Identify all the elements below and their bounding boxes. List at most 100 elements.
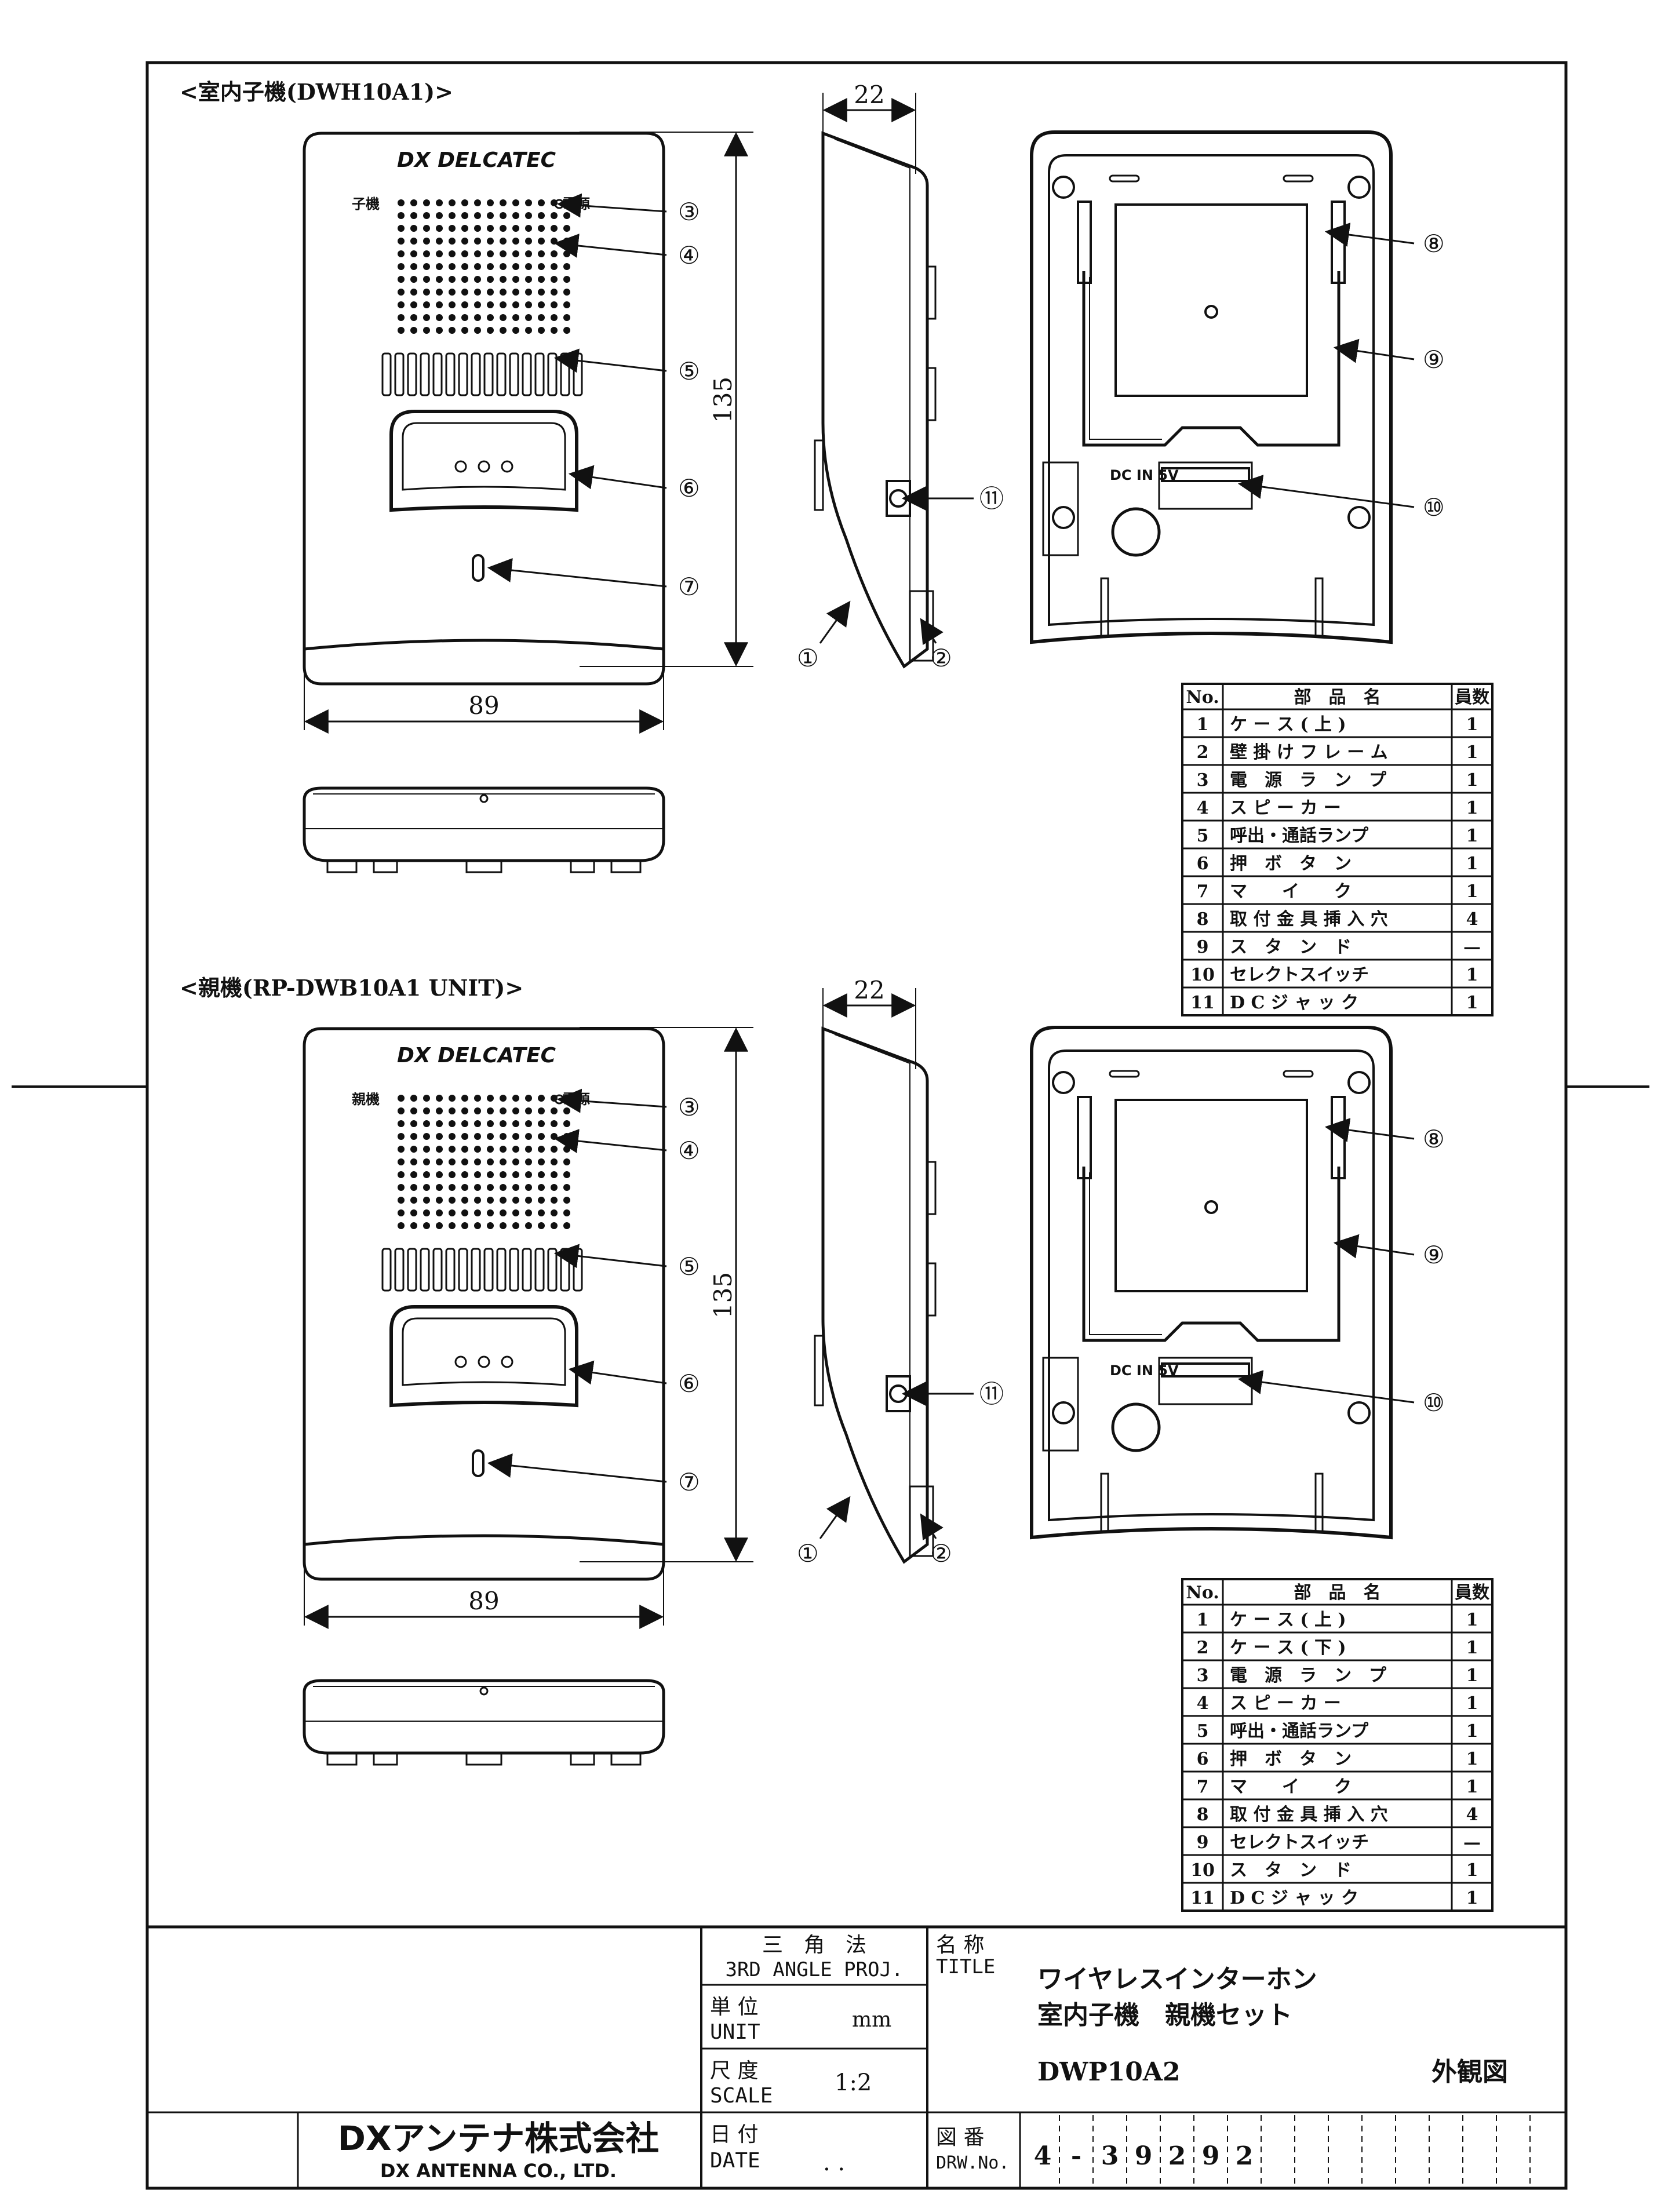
unit-value: mm <box>852 2008 891 2032</box>
drw-en: DRW.No. <box>936 2153 1009 2173</box>
dimension-height-top: 135 <box>580 132 753 667</box>
front-view-master: DX DELCATEC 親機 電源 <box>304 1029 664 1579</box>
part-no: 3 <box>1197 1666 1209 1686</box>
bottom-view-master <box>303 1679 665 1766</box>
callout-5b: ⑤ <box>678 1252 700 1281</box>
front-callouts-top: ③ ④ ⑤ ⑥ ⑦ <box>487 193 700 601</box>
part-no: 3 <box>1197 770 1209 790</box>
part-name: 押 ボ タ ン <box>1230 1749 1352 1769</box>
part-qty: 1 <box>1466 993 1478 1013</box>
part-name: 取 付 金 具 挿 入 穴 <box>1230 1805 1388 1825</box>
part-name: 取 付 金 具 挿 入 穴 <box>1230 909 1388 930</box>
part-name: マ イ ク <box>1230 881 1352 902</box>
callout-9b: ⑨ <box>1423 1241 1445 1269</box>
mic-2 <box>472 1449 485 1477</box>
table-row: 8 取 付 金 具 挿 入 穴 4 <box>1197 909 1478 930</box>
brand-logo: DX DELCATEC <box>397 148 556 172</box>
table-header: No. <box>1186 687 1219 708</box>
back-view-master: DC IN 5V <box>1030 1026 1393 1540</box>
part-name: ケ ー ス ( 上 ) <box>1230 1610 1346 1630</box>
part-name: 呼出・通話ランプ <box>1230 1721 1369 1741</box>
callout-4b: ④ <box>678 1136 700 1165</box>
part-qty: 1 <box>1466 826 1478 846</box>
part-no: 2 <box>1197 742 1209 763</box>
back-view-indoor: DC IN 5V <box>1030 130 1393 644</box>
dimension-width-bottom: 89 <box>304 1556 664 1629</box>
part-no: 8 <box>1197 909 1209 930</box>
drw-jp: 図 番 <box>936 2126 984 2149</box>
speaker-grille <box>398 199 570 334</box>
drw-digit: 2 <box>1236 2141 1254 2171</box>
proj-en: 3RD ANGLE PROJ. <box>725 1958 903 1981</box>
part-qty: — <box>1463 937 1481 957</box>
dim-89-top: 89 <box>468 691 499 720</box>
unit-jp: 単 位 <box>710 1995 758 2019</box>
part-qty: — <box>1463 1832 1481 1853</box>
part-no: 1 <box>1197 1610 1209 1630</box>
part-name: セレクトスイッチ <box>1230 1832 1369 1853</box>
table-row: 3 電 源 ラ ン プ 1 <box>1197 770 1478 790</box>
drw-digit: 9 <box>1135 2141 1153 2171</box>
part-no: 10 <box>1190 1860 1215 1881</box>
part-name: 電 源 ラ ン プ <box>1230 770 1387 790</box>
part-qty: 1 <box>1466 1693 1478 1714</box>
front-view-indoor: DX DELCATEC 子機 電源 <box>304 133 664 684</box>
part-no: 4 <box>1197 1693 1209 1714</box>
table-header: No. <box>1186 1583 1219 1603</box>
callout-10b: ⑩ <box>1423 1389 1445 1417</box>
part-no: 5 <box>1197 1721 1209 1741</box>
part-qty: 1 <box>1466 1777 1478 1797</box>
part-no: 1 <box>1197 715 1209 735</box>
callout-11b: ⑪ <box>979 1380 1004 1408</box>
callout-3: ③ <box>678 198 700 226</box>
callout-1b: ① <box>797 1539 819 1568</box>
callout-10: ⑩ <box>1423 493 1445 522</box>
back-callouts-bottom: ⑧ ⑨ ⑩ <box>1237 1118 1445 1417</box>
company-jp: DXアンテナ株式会社 <box>338 2119 660 2158</box>
mic <box>472 554 485 582</box>
unit-en: UNIT <box>710 2020 760 2044</box>
side-view-master <box>814 1026 937 1564</box>
part-no: 9 <box>1197 1832 1209 1853</box>
model-number: DWP10A2 <box>1037 2057 1181 2087</box>
part-qty: 1 <box>1466 770 1478 790</box>
part-no: 4 <box>1197 798 1209 818</box>
dimension-height-bottom: 135 <box>580 1027 753 1562</box>
callout-6: ⑥ <box>678 474 700 502</box>
callout-8: ⑧ <box>1423 229 1445 258</box>
table-header: 部 品 名 <box>1294 687 1381 708</box>
side-view-indoor <box>814 131 937 669</box>
push-button <box>389 410 578 512</box>
table-row: 1 ケ ー ス ( 上 ) 1 <box>1197 1610 1478 1630</box>
part-no: 6 <box>1197 854 1209 874</box>
dim-22-bottom: 22 <box>854 976 884 1004</box>
drawing-type: 外観図 <box>1431 2057 1508 2087</box>
back-callouts-top: ⑧ ⑨ ⑩ <box>1237 223 1445 522</box>
part-qty: 4 <box>1466 909 1478 930</box>
drw-digit: 3 <box>1101 2141 1119 2171</box>
dimension-width-top: 89 <box>304 661 664 734</box>
part-no: 10 <box>1190 965 1215 985</box>
brand-logo-2: DX DELCATEC <box>397 1044 556 1067</box>
part-qty: 1 <box>1466 1888 1478 1908</box>
dimension-thickness-bottom: 22 <box>822 976 916 1069</box>
part-qty: 1 <box>1466 798 1478 818</box>
part-name: D C ジ ャ ッ ク <box>1230 1888 1358 1908</box>
part-name: ケ ー ス ( 上 ) <box>1230 715 1346 735</box>
part-qty: 1 <box>1466 1610 1478 1630</box>
speaker-grille-2 <box>398 1095 570 1229</box>
part-no: 6 <box>1197 1749 1209 1769</box>
part-name: ス ピ ー カ ー <box>1230 798 1341 818</box>
